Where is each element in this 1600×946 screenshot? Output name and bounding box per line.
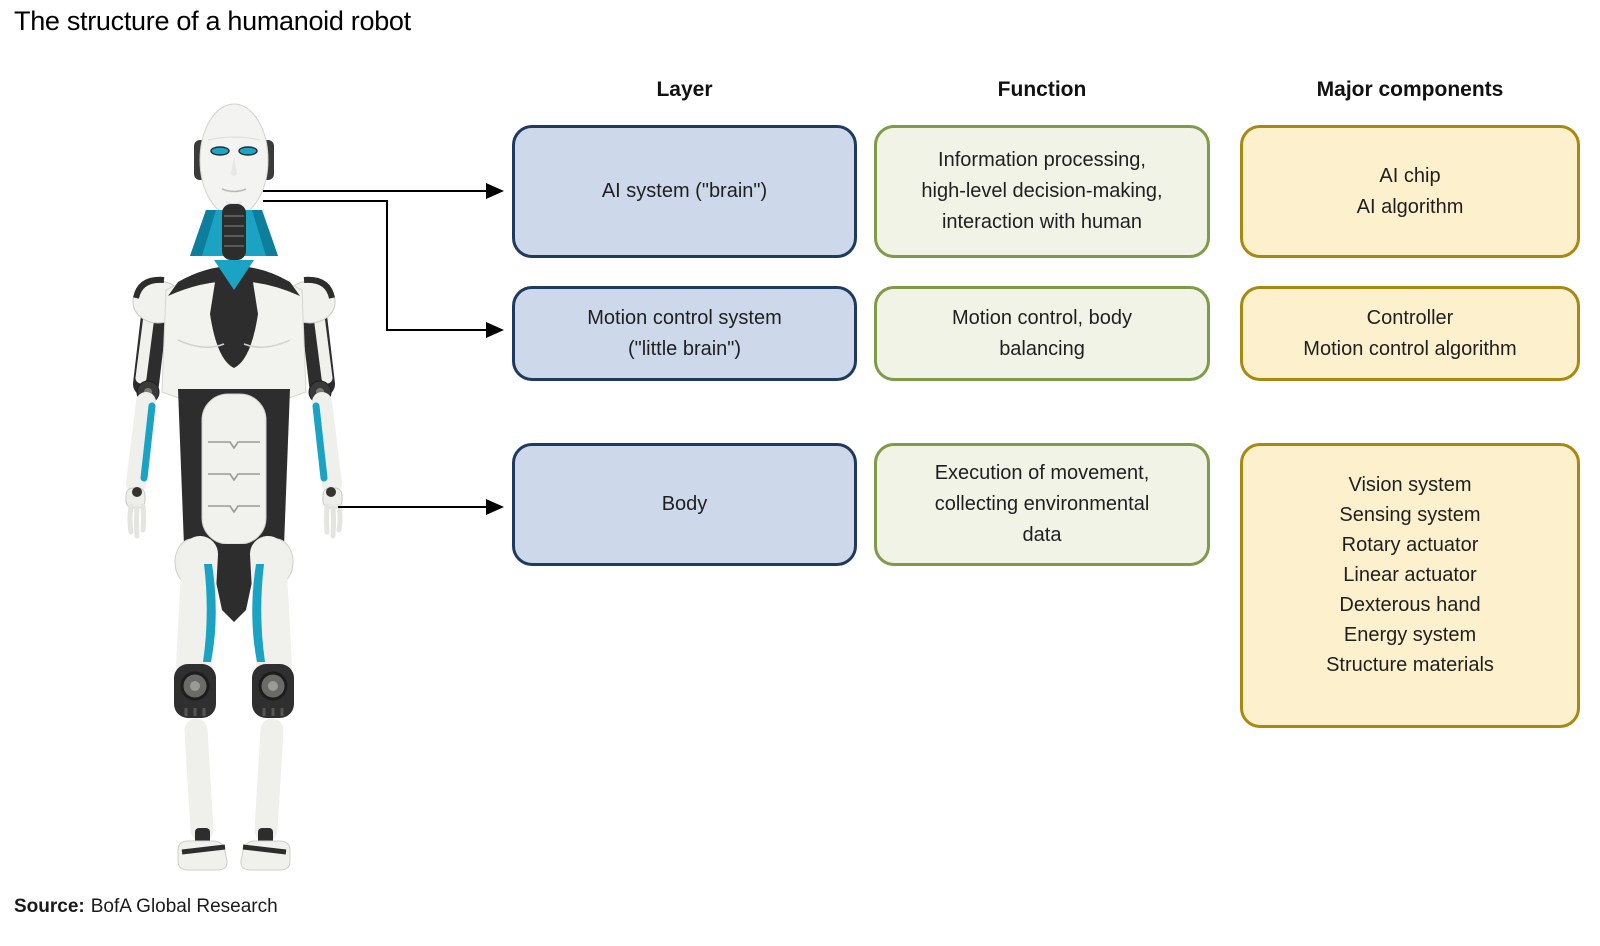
box-text-line: Information processing,	[938, 149, 1146, 171]
box-text-line: interaction with human	[941, 211, 1143, 233]
box-text-line: Body	[661, 493, 708, 515]
box-text-line: Motion control system	[587, 306, 782, 329]
box-text-line: balancing	[999, 337, 1085, 360]
components-box-motion-control: Controller Motion control algorithm	[1240, 286, 1580, 381]
humanoid-robot-illustration	[125, 103, 343, 871]
box-text-line: Controller	[1366, 306, 1454, 329]
robot-head	[199, 103, 269, 217]
box-text-line: Energy system	[1343, 624, 1477, 646]
column-header-major-components: Major components	[1316, 78, 1504, 101]
layer-box-motion-control: Motion control system ("little brain")	[512, 286, 857, 381]
box-text-line: collecting environmental	[934, 493, 1150, 515]
components-box-ai-system: AI chip AI algorithm	[1240, 125, 1580, 258]
layer-box-body: Body	[512, 443, 857, 566]
robot-torso	[161, 260, 307, 546]
function-box-motion-control: Motion control, body balancing	[874, 286, 1210, 381]
box-text-line: AI algorithm	[1356, 195, 1464, 218]
box-text-line: Linear actuator	[1343, 564, 1477, 586]
robot-eye-right	[238, 146, 258, 156]
box-text-line: AI system ("brain")	[601, 180, 768, 202]
box-text-line: Dexterous hand	[1339, 594, 1481, 616]
box-text-line: Structure materials	[1326, 654, 1494, 676]
box-text-line: Vision system	[1348, 474, 1472, 496]
source-attribution: Source:BofA Global Research	[14, 896, 278, 918]
box-text-line: Motion control, body	[951, 306, 1133, 329]
column-header-layer: Layer	[656, 78, 713, 101]
box-text-line: Execution of movement,	[934, 462, 1150, 484]
components-box-body: Vision system Sensing system Rotary actu…	[1240, 443, 1580, 728]
function-box-body: Execution of movement, collecting enviro…	[874, 443, 1210, 566]
box-text-line: Motion control algorithm	[1303, 337, 1517, 360]
robot-leg-right	[240, 536, 294, 871]
column-header-function: Function	[997, 78, 1087, 101]
box-text-line: high-level decision-making,	[921, 180, 1163, 202]
robot-abdomen-panel	[201, 393, 267, 545]
box-text-line: data	[1022, 524, 1062, 546]
box-text-line: Rotary actuator	[1341, 534, 1479, 556]
box-text-line: Sensing system	[1339, 504, 1481, 526]
robot-arm-left	[125, 303, 167, 539]
robot-arm-right	[301, 303, 343, 539]
source-label: Source:	[14, 896, 85, 917]
source-text: BofA Global Research	[90, 896, 278, 917]
box-text-line: ("little brain")	[627, 337, 742, 360]
robot-neck	[190, 204, 278, 260]
layer-box-ai-system: AI system ("brain")	[512, 125, 857, 258]
function-box-ai-system: Information processing, high-level decis…	[874, 125, 1210, 258]
robot-leg-left	[174, 536, 228, 871]
page-title: The structure of a humanoid robot	[14, 6, 411, 36]
box-text-line: AI chip	[1379, 164, 1441, 187]
robot-eye-left	[210, 146, 230, 156]
